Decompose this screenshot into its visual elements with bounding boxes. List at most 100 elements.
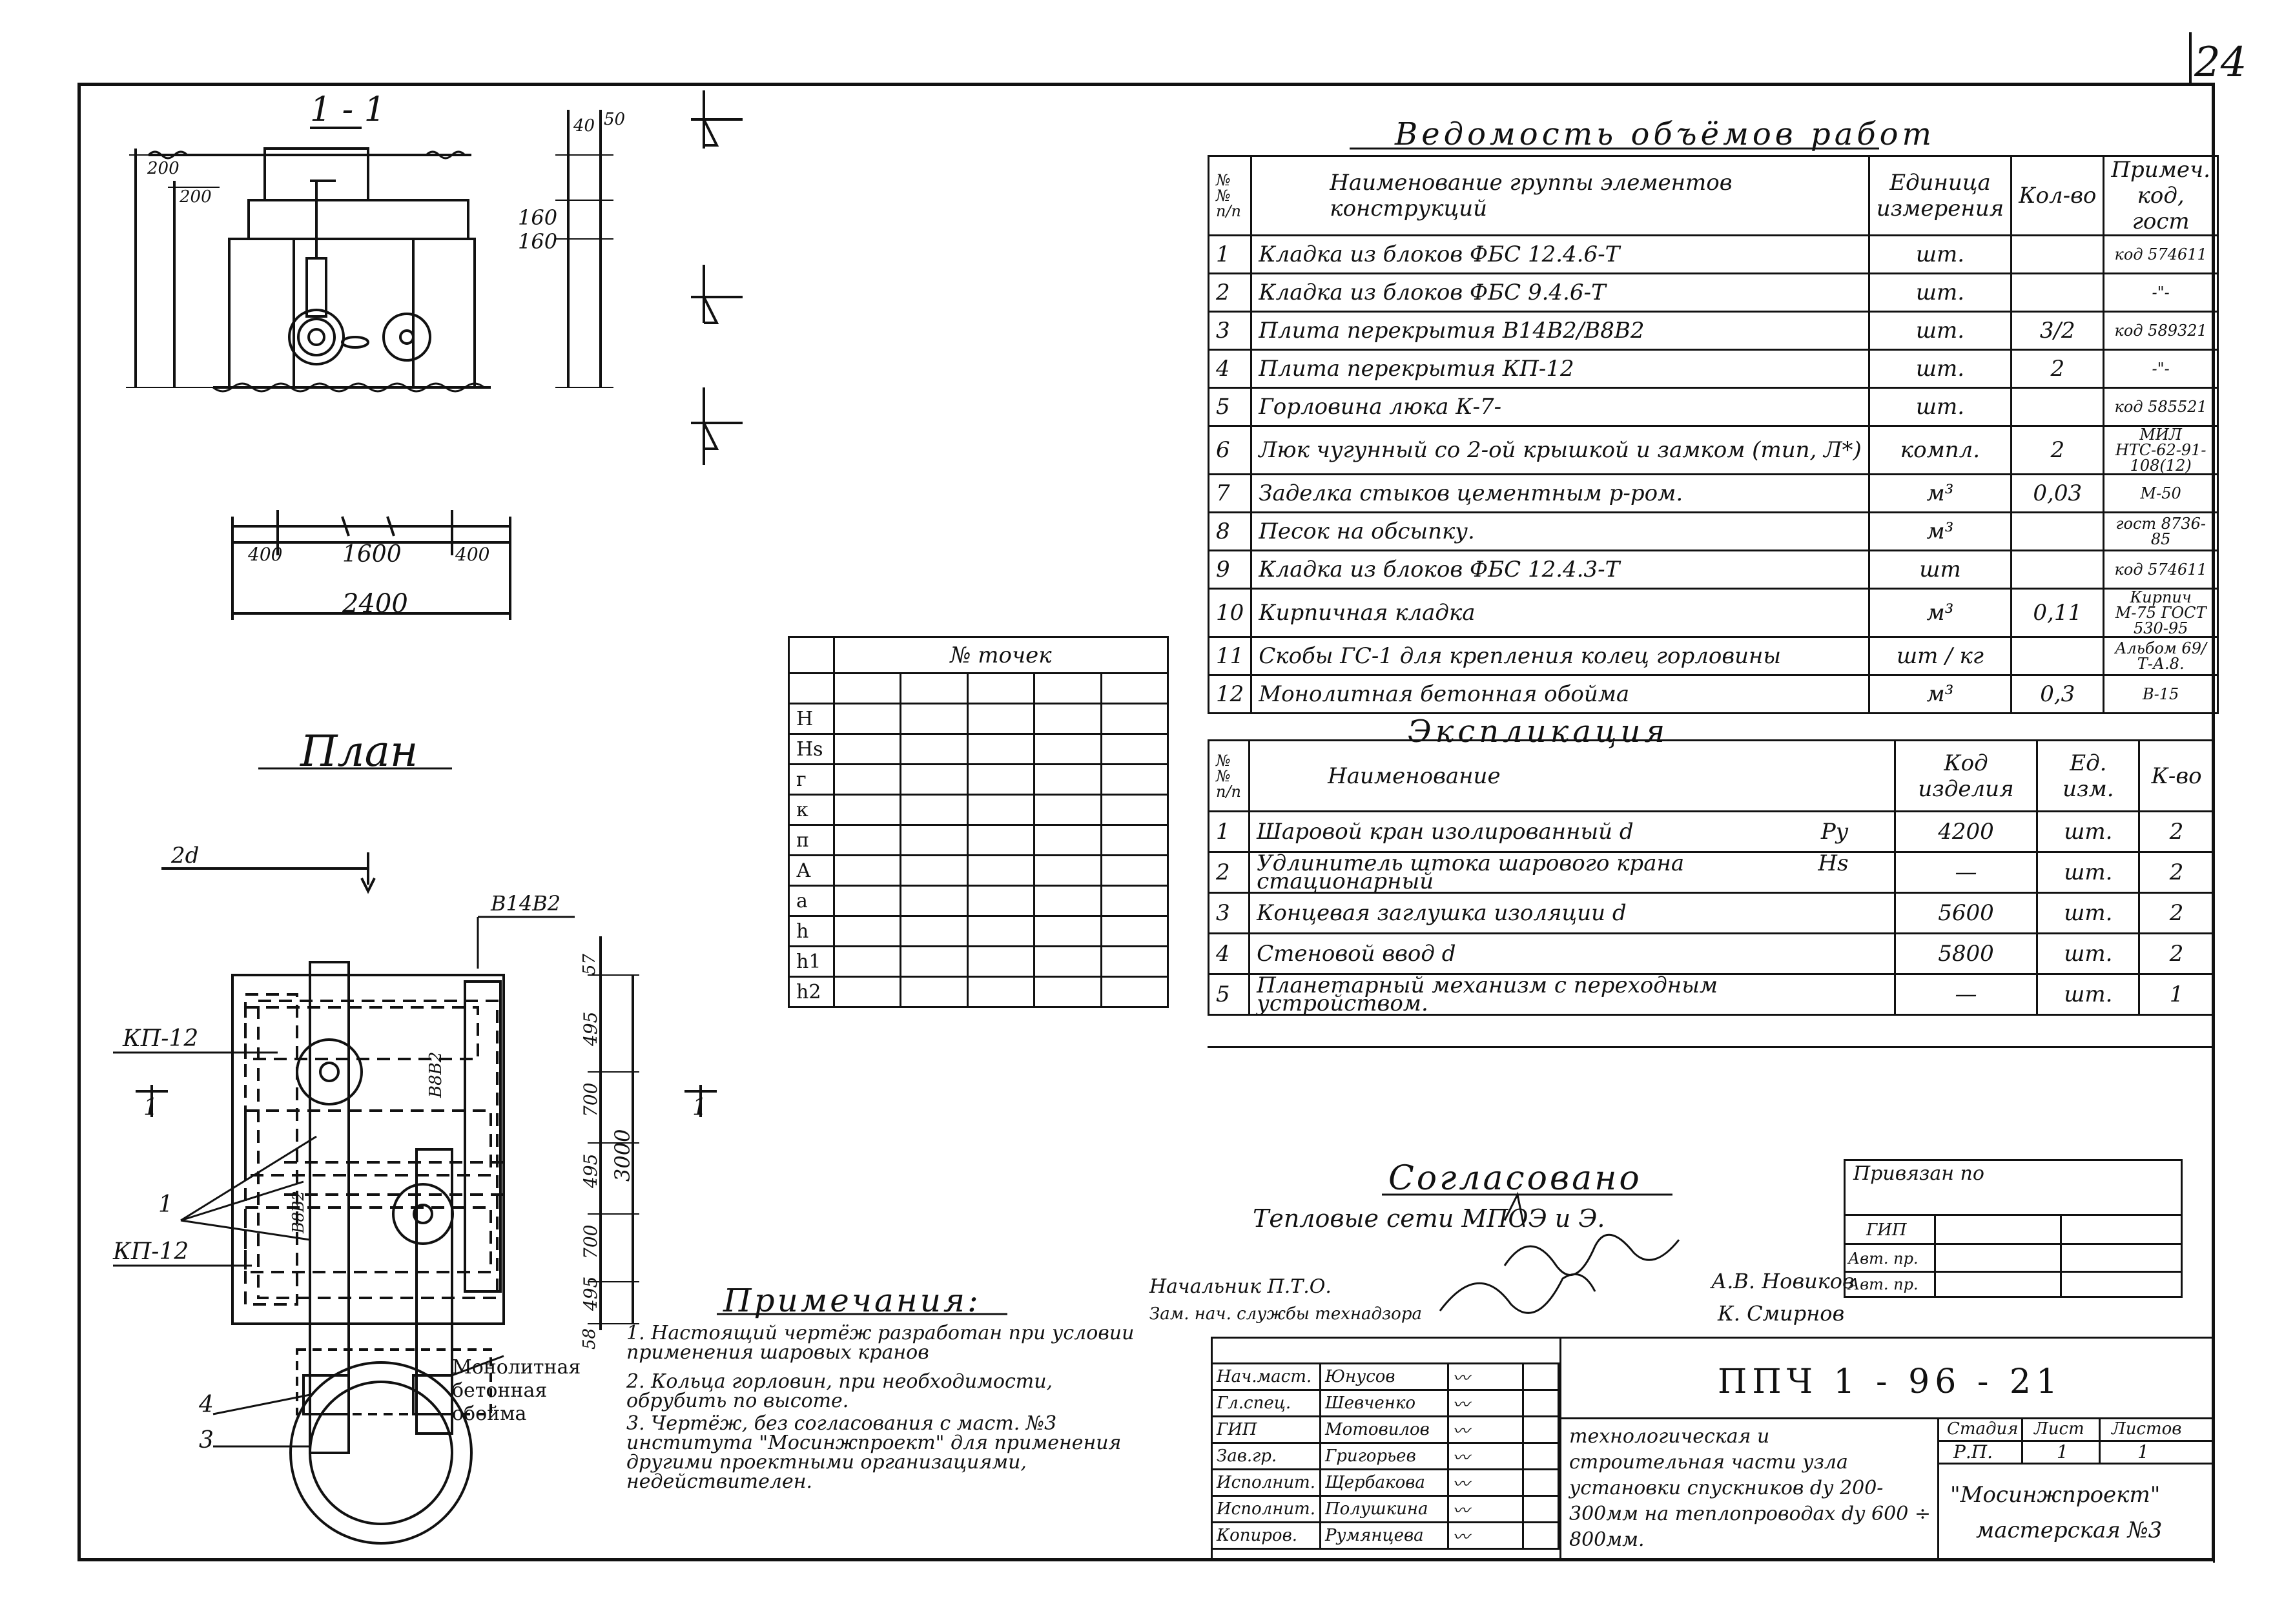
volume-cell-qty: 0,11 [2010, 588, 2105, 638]
points-cell [1033, 945, 1102, 978]
points-cell [1033, 733, 1102, 765]
volume-cell-name: Кирпичная кладка [1250, 588, 1870, 638]
points-cell [1100, 976, 1169, 1008]
signature-icon: 〰 [1452, 1501, 1470, 1521]
spec-cell-name-text: Стеновой ввод d [1257, 941, 1456, 967]
plan-dim-495-c: 495 [580, 1276, 601, 1311]
spec-cell-num: 4 [1207, 932, 1251, 975]
dim-160-b: 160 [518, 229, 558, 254]
points-cell [966, 794, 1036, 826]
title-block-stage-label: Стадия [1947, 1419, 2019, 1439]
points-cell [1100, 794, 1169, 826]
agreement-chief-role: Начальник П.Т.О. [1149, 1275, 1332, 1298]
signature-icon: 〰 [1452, 1527, 1470, 1547]
spec-cell-qty: 2 [2138, 892, 2215, 934]
agreement-deputy-name: К. Смирнов [1718, 1301, 1845, 1326]
volume-cell-qty [2010, 636, 2105, 676]
volume-cell-name: Люк чугунный со 2-ой крышкой и замком (т… [1250, 425, 1870, 475]
volume-cell-num: 5 [1207, 387, 1253, 427]
staff-name: Юнусов [1319, 1362, 1449, 1391]
signature-icon: 〰 [1452, 1421, 1470, 1441]
plan-inner-label-2: В8В2 [289, 1191, 307, 1233]
points-cell [900, 794, 969, 826]
volume-cell-unit: шт / кг [1867, 636, 2013, 676]
staff-date [1521, 1495, 1560, 1523]
points-cell [1033, 703, 1102, 735]
points-row-label: к [788, 794, 835, 826]
points-cell [900, 885, 969, 917]
staff-role: Исполнит. [1211, 1495, 1321, 1523]
points-cell [1100, 885, 1169, 917]
volume-cell-name: Песок на обсыпку. [1250, 511, 1870, 551]
volume-cell-qty [2010, 511, 2105, 551]
volume-cell-qty: 3/2 [2010, 311, 2105, 351]
binding-row-2: Авт. пр. [1848, 1249, 1919, 1268]
spec-cell-qty: 1 [2138, 973, 2215, 1016]
volume-cell-name: Заделка стыков цементным р-ром. [1250, 473, 1870, 513]
plan-label-kp12-top: КП-12 [123, 1025, 199, 1052]
staff-row: Исполнит.Полушкина〰 [1211, 1495, 1560, 1523]
points-cell [966, 763, 1036, 796]
points-row-label: h [788, 915, 835, 947]
volume-cell-qty: 0,03 [2010, 473, 2105, 513]
plan-label-kp12-bottom: КП-12 [113, 1239, 189, 1265]
staff-name: Шевченко [1319, 1389, 1449, 1417]
plan-label-2d: 2d [171, 843, 200, 869]
points-cell [1033, 794, 1102, 826]
agreement-deputy-role: Зам. нач. службы технадзора [1149, 1304, 1422, 1324]
volume-cell-note: МИЛ НТС-62-91-108(12) [2103, 425, 2219, 475]
points-cell [966, 733, 1036, 765]
points-cell [966, 885, 1036, 917]
spec-cell-code: 5600 [1893, 892, 2039, 934]
note-2: 2. Кольца горловин, при необходимости, о… [626, 1370, 1053, 1412]
spec-cell-num: 1 [1207, 810, 1251, 853]
points-cell [832, 885, 902, 917]
dim-400-left: 400 [248, 544, 283, 565]
spec-cell-name: Стеновой ввод d [1248, 932, 1896, 975]
points-cell [966, 824, 1036, 856]
points-cell [1100, 945, 1169, 978]
agreement-org: Тепловые сети МПОЭ и Э. [1253, 1204, 1605, 1233]
spec-cell-code: — [1893, 973, 2039, 1016]
volume-cell-note: В-15 [2103, 674, 2219, 714]
volume-cell-num: 9 [1207, 550, 1253, 590]
staff-signature: 〰 [1446, 1442, 1524, 1470]
volume-cell-unit: шт. [1867, 311, 2013, 351]
signature-icon: 〰 [1452, 1448, 1470, 1468]
note-3: 3. Чертёж, без согласования с маст. №3 и… [626, 1412, 1122, 1493]
spec-cell-num: 2 [1207, 851, 1251, 894]
volume-cell-num: 7 [1207, 473, 1253, 513]
points-cell [1033, 976, 1102, 1008]
volume-cell-note: М-50 [2103, 473, 2219, 513]
volume-cell-qty [2010, 272, 2105, 313]
volume-header-unit: Единица измерения [1867, 155, 2013, 236]
volume-cell-num: 3 [1207, 311, 1253, 351]
points-cell [966, 945, 1036, 978]
plan-label-3: 3 [199, 1427, 214, 1454]
points-cell [966, 976, 1036, 1008]
plan-monolith-label: Монолитная бетонная обойма [452, 1356, 581, 1425]
title-block-sheets: 1 [2137, 1441, 2149, 1463]
spec-cell-unit: шт. [2036, 973, 2141, 1016]
points-row: г [788, 763, 1169, 796]
title-block-sheet-label: Лист [2034, 1419, 2084, 1439]
plan-label-b14b2: В14В2 [491, 891, 561, 916]
volume-cell-num: 10 [1207, 588, 1253, 638]
volume-header-num: №№ п/п [1207, 155, 1253, 236]
points-cell [966, 854, 1036, 887]
volume-header-row: №№ п/п Наименование группы элементов кон… [1207, 155, 2219, 236]
spec-cell-code: 4200 [1893, 810, 2039, 853]
staff-name: Полушкина [1319, 1495, 1449, 1523]
